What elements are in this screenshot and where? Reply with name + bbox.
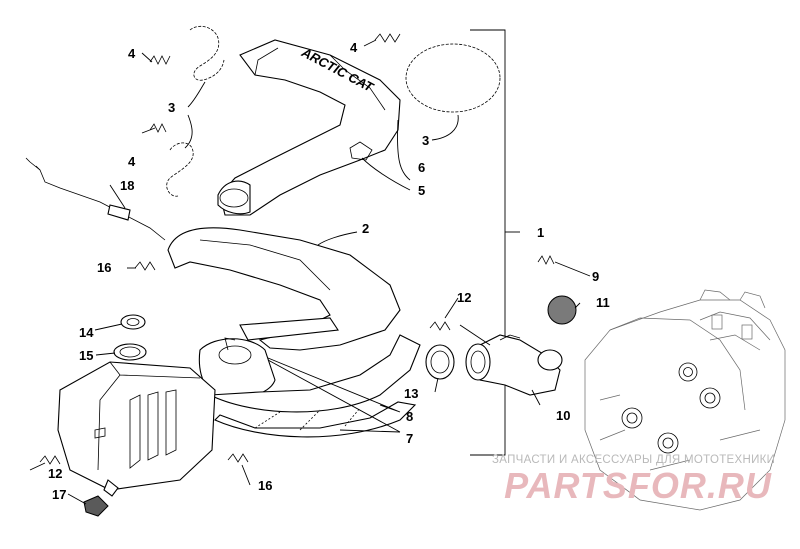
callout-14: 14 [79,325,94,340]
engine-block [584,289,786,511]
callout-11: 11 [596,295,610,310]
muffler [57,343,216,497]
temperature-probe [25,157,166,241]
callout-17: 17 [52,487,66,502]
callout-18: 18 [120,178,134,193]
assembly-bracket [470,29,520,456]
watermark-tagline: ЗАПЧАСТИ И АКСЕССУАРЫ ДЛЯ МОТОТЕХНИКИ [492,454,776,466]
springs [39,25,555,465]
drain-plug [83,495,109,517]
callout-3: 3 [422,133,429,148]
callout-5: 5 [418,183,425,198]
callout-8: 8 [406,409,413,424]
callout-12: 12 [457,290,471,305]
callout-3: 3 [168,100,175,115]
callout-4: 4 [128,46,136,61]
callout-10: 10 [556,408,570,423]
watermark-logo: PARTSFOR.RU [504,466,772,506]
heat-shield: ARCTIC CAT [217,39,401,216]
gaskets [120,314,455,380]
callout-6: 6 [418,160,425,175]
callout-12: 12 [48,466,62,481]
callout-7: 7 [406,431,413,446]
callout-15: 15 [79,348,93,363]
callout-16: 16 [258,478,272,493]
leader-lines [29,39,591,505]
callout-4: 4 [350,40,358,55]
callout-9: 9 [592,269,599,284]
watermark-brand: PARTSFOR.RU [504,466,772,506]
callout-labels: 1 2 3 3 4 4 4 5 6 7 8 9 10 11 12 12 13 1… [48,40,610,502]
callout-2: 2 [362,221,369,236]
expansion-chamber [167,227,421,438]
exhaust-manifold [465,334,563,396]
callout-1: 1 [537,225,544,240]
grommet [547,295,577,325]
callout-16: 16 [97,260,111,275]
callout-4: 4 [128,154,136,169]
callout-13: 13 [404,386,418,401]
